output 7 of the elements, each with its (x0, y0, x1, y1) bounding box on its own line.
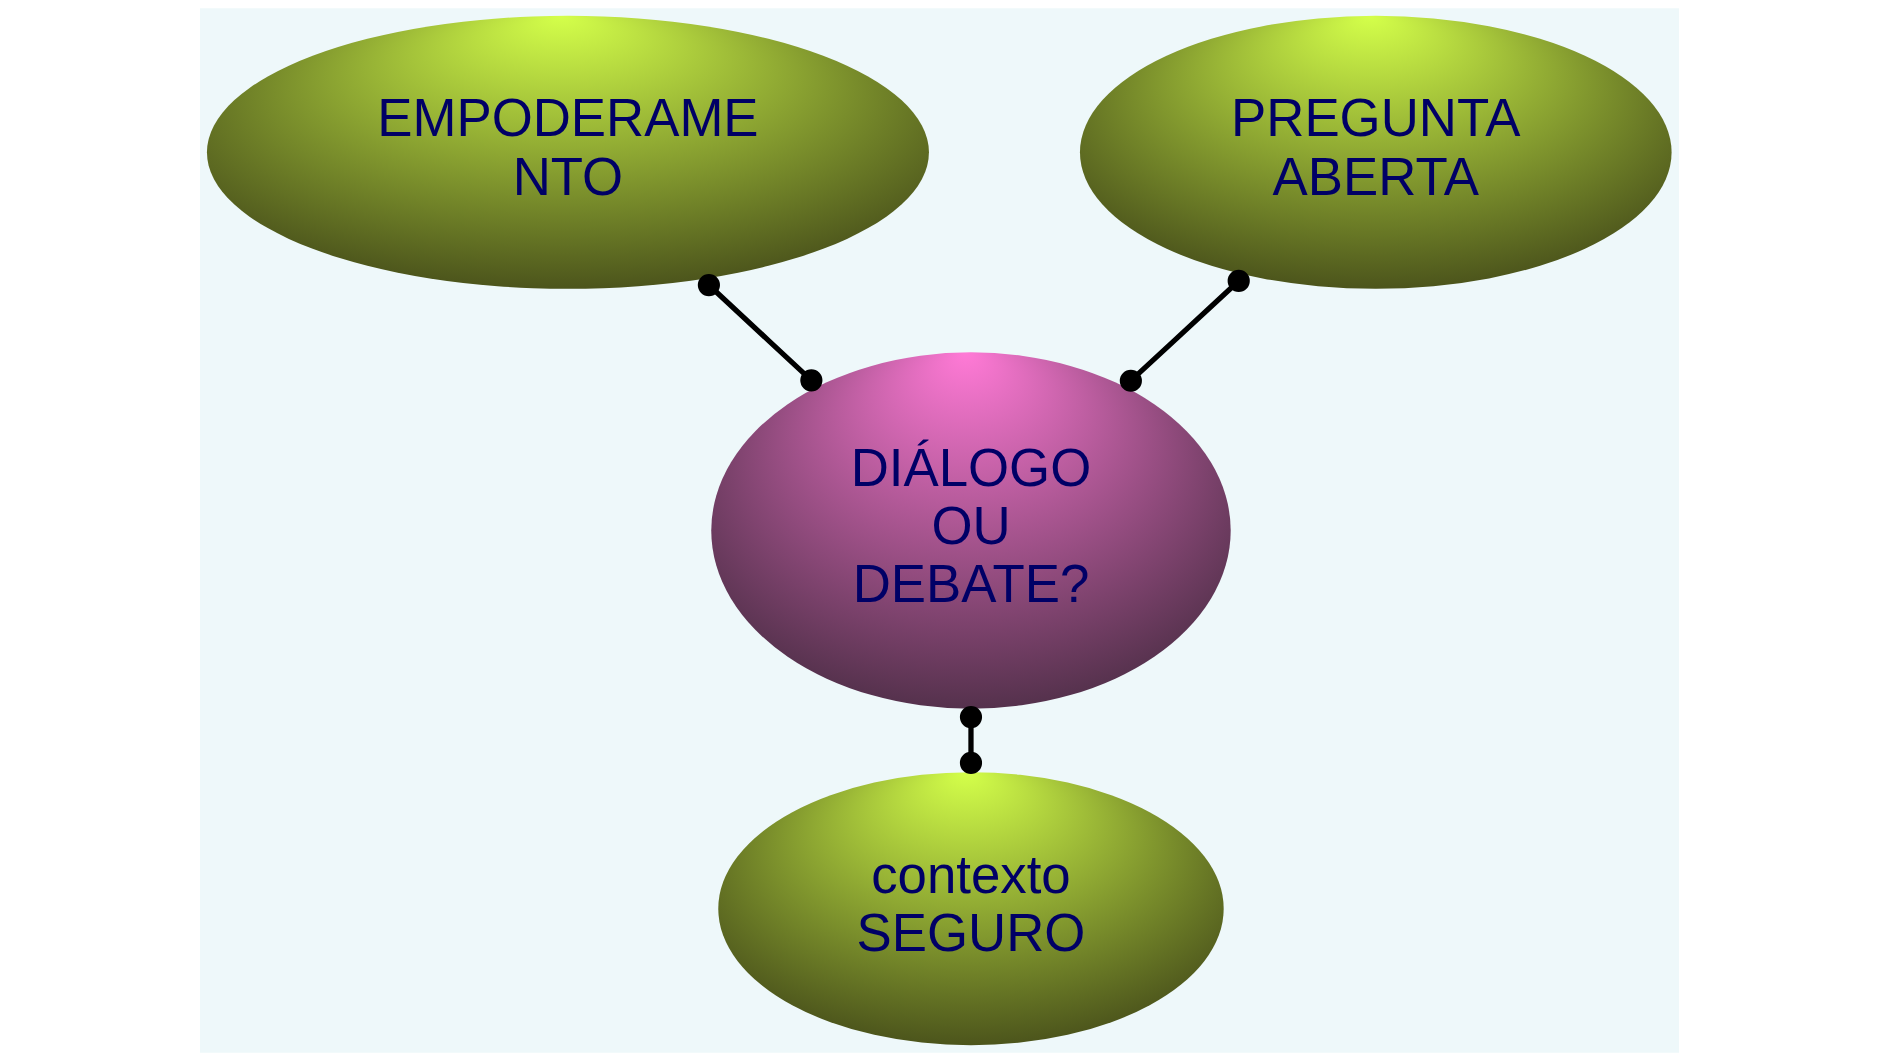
connector (1119, 269, 1250, 392)
node-ellipse: DIÁLOGO OU DEBATE? (710, 352, 1231, 709)
connector (959, 706, 982, 774)
node-ellipse: EMPODERAME NTO (206, 15, 929, 289)
node-ellipse: PREGUNTA ABERTA (1079, 15, 1672, 289)
connector (697, 274, 822, 392)
node-ellipse: contexto SEGURO (717, 772, 1224, 1046)
